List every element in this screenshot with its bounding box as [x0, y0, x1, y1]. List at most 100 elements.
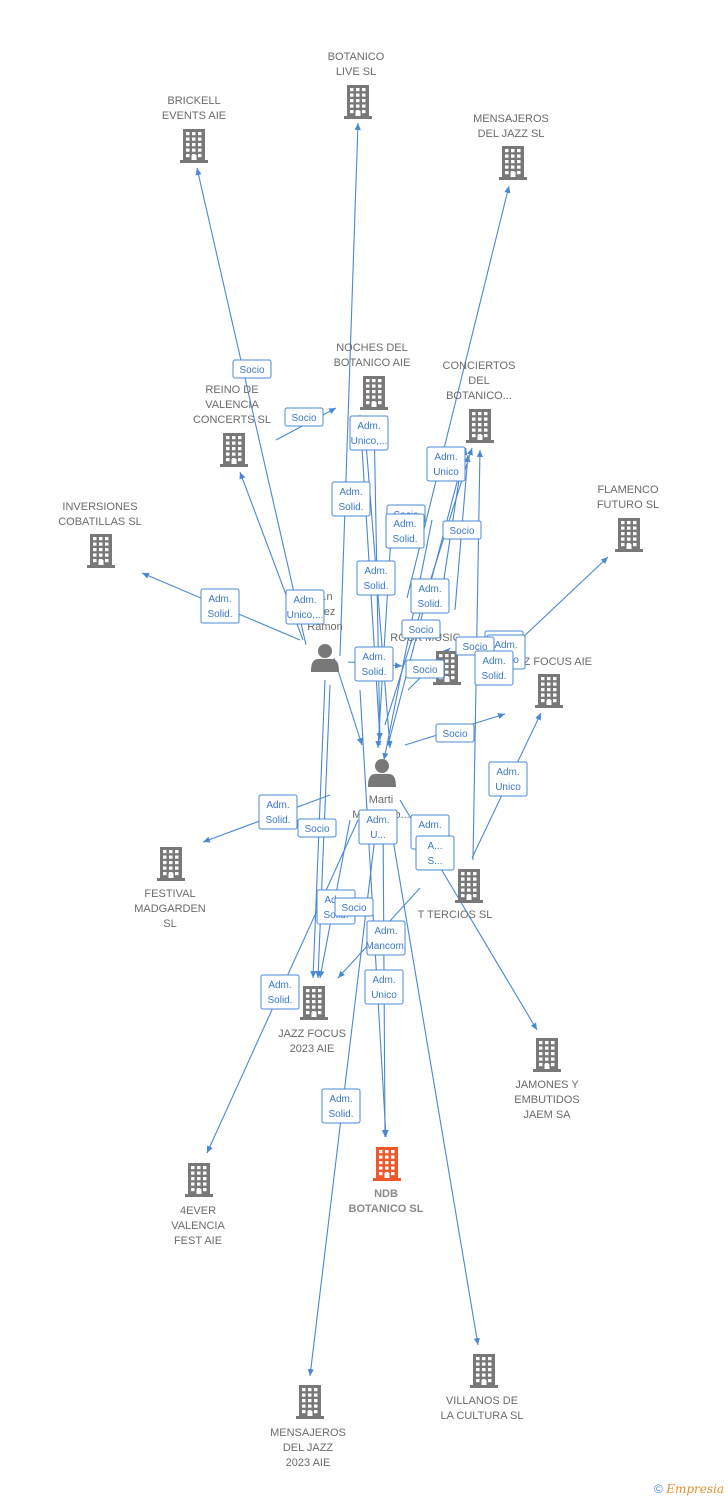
- building-icon: [180, 129, 208, 163]
- edge-label[interactable]: Socio: [442, 520, 482, 540]
- relationship-edge: [382, 519, 433, 761]
- edge-label-box: [356, 560, 396, 596]
- node-label: CONCIERTOS: [443, 360, 516, 372]
- edge-label-box: [488, 761, 528, 797]
- edge-label[interactable]: Socio: [232, 359, 272, 379]
- edge-label[interactable]: Socio: [401, 619, 441, 639]
- node-label: 4EVER: [180, 1205, 216, 1217]
- edge-label[interactable]: Adm.Solid.: [200, 588, 240, 624]
- node-label: Marti: [369, 794, 393, 806]
- edge-label-text: Solid.: [328, 1109, 353, 1120]
- edge-label-box: [474, 650, 514, 686]
- edge-label[interactable]: Adm.Solid.: [260, 974, 300, 1010]
- edge-label-box: [354, 646, 394, 682]
- edge-label-box: [321, 1088, 361, 1124]
- edge-label[interactable]: Socio: [405, 659, 445, 679]
- edge-label[interactable]: Socio: [334, 897, 374, 917]
- edge-label-text: Solid.: [417, 599, 442, 610]
- edge-label-text: Socio: [341, 903, 366, 914]
- edge-label-box: [258, 794, 298, 830]
- node-label: INVERSIONES: [62, 501, 137, 513]
- edge-label-text: Adm.: [362, 652, 385, 663]
- edge-label-text: Adm.: [372, 975, 395, 986]
- person-icon: [311, 644, 339, 672]
- edge-label[interactable]: Adm.Solid.: [385, 513, 425, 549]
- edge-label[interactable]: Socio: [284, 407, 324, 427]
- edge-label-text: Adm.: [329, 1094, 352, 1105]
- node-label: JAZZ FOCUS: [278, 1028, 346, 1040]
- node-label: FLAMENCO: [597, 484, 659, 496]
- node-conciertos[interactable]: CONCIERTOSDELBOTANICO...: [443, 360, 516, 443]
- node-flamenco[interactable]: FLAMENCO FUTURO SL: [597, 484, 659, 552]
- edge-label[interactable]: Adm. Unico: [426, 446, 466, 482]
- edge-label[interactable]: Adm. Unico: [488, 761, 528, 797]
- edge-label-text: Adm.: [496, 767, 519, 778]
- edge-label-text: Adm.: [364, 566, 387, 577]
- node-label: BOTANICO: [328, 51, 385, 63]
- node-label: JAMONES Y: [515, 1079, 579, 1091]
- edge-label[interactable]: Adm. Solid.: [356, 560, 396, 596]
- edge-label-box: [426, 446, 466, 482]
- building-icon: [300, 986, 328, 1020]
- node-label: FUTURO SL: [597, 499, 659, 511]
- edge-label-box: [349, 415, 389, 451]
- building-icon: [373, 1147, 401, 1181]
- edge-label-box: [364, 969, 404, 1005]
- edge-label[interactable]: Adm.U...: [358, 809, 398, 845]
- edge-label[interactable]: A...S...: [415, 835, 455, 871]
- edge-label[interactable]: Adm.Solid.: [331, 481, 371, 517]
- edge-label[interactable]: Adm.Unico: [364, 969, 404, 1005]
- node-label: MADGARDEN: [134, 903, 206, 915]
- edge-label-box: [260, 974, 300, 1010]
- edge-label-text: Unico: [495, 782, 521, 793]
- edge-label[interactable]: Adm.Solid.: [258, 794, 298, 830]
- edge-label-text: Unico: [433, 467, 459, 478]
- node-jazz-focus-aie[interactable]: JAZZ FOCUS AIE: [504, 656, 592, 708]
- edge-label-text: A...: [427, 841, 442, 852]
- relationship-edge: [333, 657, 363, 746]
- building-icon: [535, 674, 563, 708]
- edge-label-text: Unico,...: [351, 436, 388, 447]
- edge-label-text: Socio: [462, 642, 487, 653]
- edge-label-text: Unico,...: [287, 610, 324, 621]
- edge-label-text: Adm.: [434, 452, 457, 463]
- edge-label[interactable]: Adm.Solid.: [410, 578, 450, 614]
- edge-label[interactable]: Adm.Mancom.: [365, 920, 407, 956]
- node-label: T TERCIOS SL: [418, 909, 493, 921]
- edge-label[interactable]: Adm. Unico,...: [285, 589, 325, 625]
- edge-labels: SocioSocioAdm.Unico,...Adm.UnicoAdm.Soli…: [200, 359, 528, 1124]
- building-icon: [466, 409, 494, 443]
- building-icon: [220, 433, 248, 467]
- edge-label-text: Adm.: [293, 595, 316, 606]
- node-label: VALENCIA: [171, 1220, 225, 1232]
- edge-label-box: [415, 835, 455, 871]
- node-tercios[interactable]: T TERCIOS SL: [418, 869, 493, 921]
- edge-label[interactable]: Adm. Solid.: [321, 1088, 361, 1124]
- brand-name[interactable]: Empresia: [666, 1482, 724, 1496]
- node-label: 2023 AIE: [286, 1457, 331, 1469]
- edge-label[interactable]: Adm.Solid.: [354, 646, 394, 682]
- copyright-symbol: ©: [654, 1482, 663, 1496]
- edge-label[interactable]: Adm. Unico,...: [349, 415, 389, 451]
- edge-label[interactable]: Socio: [297, 818, 337, 838]
- edge-label-text: Adm.: [357, 421, 380, 432]
- edge-label[interactable]: Socio: [435, 723, 475, 743]
- edge-label-text: Solid.: [363, 581, 388, 592]
- node-label: EMBUTIDOS: [514, 1094, 579, 1106]
- edge-label[interactable]: Adm.Solid.: [474, 650, 514, 686]
- edge-label-box: [405, 659, 445, 679]
